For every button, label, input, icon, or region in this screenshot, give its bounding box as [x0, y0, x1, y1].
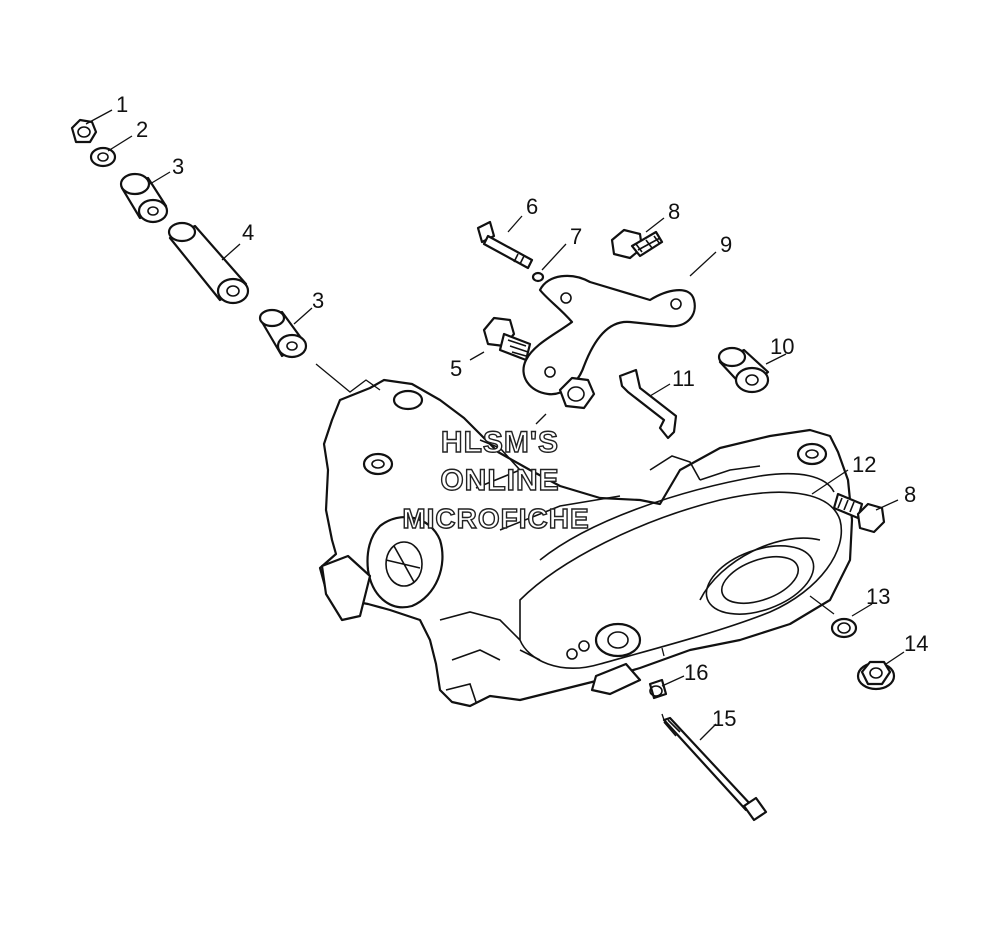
part-bracket — [522, 274, 696, 396]
part-washer — [89, 146, 117, 168]
part-washer-13 — [830, 617, 858, 639]
callout-14: 14 — [904, 631, 928, 656]
callout-2: 2 — [136, 117, 148, 142]
part-nut — [70, 118, 98, 144]
callout-8-upper: 8 — [668, 199, 680, 224]
part-flange-bolt-right — [832, 492, 886, 534]
callout-3-lower: 3 — [312, 288, 324, 313]
callout-11: 11 — [672, 366, 695, 391]
part-clip — [618, 368, 678, 440]
watermark: HLSM'S ONLINE MICROFICHE — [402, 425, 590, 534]
leader-lines — [85, 109, 905, 741]
part-dowel — [648, 678, 668, 700]
part-long-stud — [662, 716, 768, 822]
callout-1: 1 — [116, 92, 128, 117]
callout-16: 16 — [684, 660, 708, 685]
part-flange-bolt-upper — [610, 228, 664, 260]
callout-4: 4 — [242, 220, 254, 245]
callout-6: 6 — [526, 194, 538, 219]
callout-labels: 1 2 3 4 3 5 6 7 8 9 10 11 12 8 13 14 16 … — [116, 92, 928, 731]
callout-10: 10 — [770, 334, 794, 359]
callout-15: 15 — [712, 706, 736, 731]
part-small-washer — [531, 271, 545, 283]
callout-8-right: 8 — [904, 482, 916, 507]
part-sleeve — [167, 221, 250, 305]
part-collar-lower — [258, 308, 308, 359]
part-bracket-nut — [558, 376, 596, 410]
part-collar-upper — [119, 172, 169, 224]
callout-12: 12 — [852, 452, 876, 477]
watermark-line-3: MICROFICHE — [402, 503, 589, 534]
watermark-line-1: HLSM'S — [441, 426, 559, 459]
callout-9: 9 — [720, 232, 732, 257]
part-bolt-5 — [482, 316, 532, 362]
part-bushing — [717, 346, 770, 394]
callout-13: 13 — [866, 584, 890, 609]
watermark-line-2: ONLINE — [440, 464, 559, 497]
engine-crankcase — [318, 378, 854, 708]
callout-3-upper: 3 — [172, 154, 184, 179]
part-long-bolt — [476, 220, 534, 270]
part-flange-nut — [856, 660, 896, 691]
callout-5: 5 — [450, 356, 462, 381]
callout-7: 7 — [570, 224, 582, 249]
